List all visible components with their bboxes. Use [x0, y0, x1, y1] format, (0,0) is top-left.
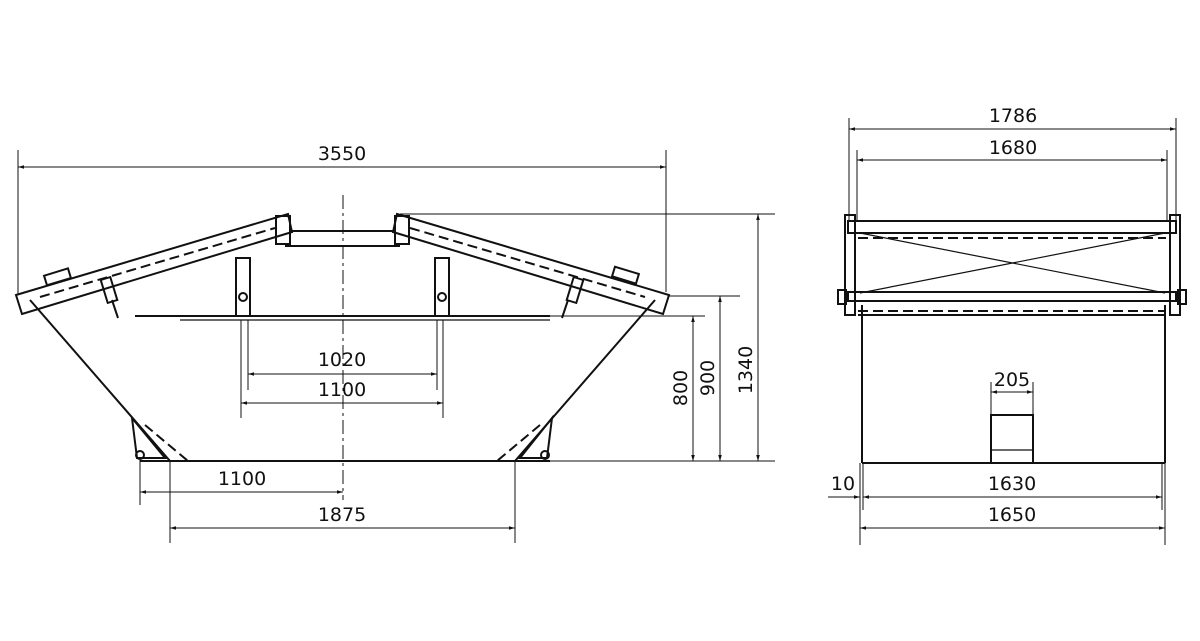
pivot-right: [540, 450, 550, 460]
dim-total-height: 1340: [735, 346, 757, 394]
dim-skid-width: 205: [994, 369, 1030, 391]
dim-overall-width: 1786: [989, 105, 1037, 127]
dim-floor-outer: 1100: [318, 379, 366, 401]
dim-lid-width: 1680: [989, 137, 1037, 159]
dim-floor-height: 800: [670, 370, 692, 406]
right-lid: [391, 212, 671, 319]
dim-wall-thickness: 10: [831, 473, 855, 495]
dim-inner-width: 1630: [988, 473, 1036, 495]
dim-body-width: 1650: [988, 504, 1036, 526]
dim-rim-height: 900: [697, 360, 719, 396]
side-view: 3550 1020 1100 1100 1875 800 900 1340: [14, 143, 775, 543]
dim-pivot-offset: 1100: [218, 468, 266, 490]
dim-overall-length: 3550: [318, 143, 366, 165]
skid: [990, 414, 1034, 464]
pivot-left: [135, 450, 145, 460]
dim-base-length: 1875: [318, 504, 366, 526]
dim-floor-inner: 1020: [318, 349, 366, 371]
end-view: 1786 1680 205 10 1630 1650: [828, 105, 1187, 545]
